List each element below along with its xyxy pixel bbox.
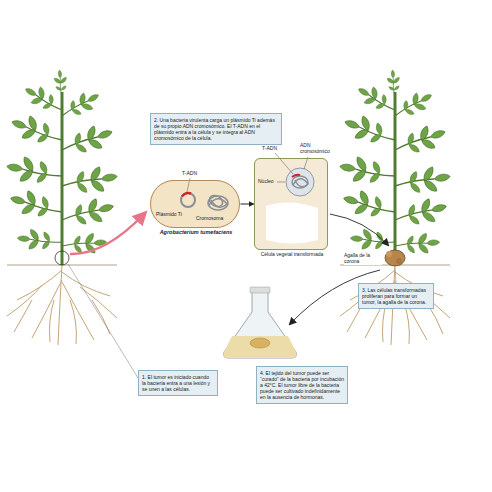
- bacterial-chromosome: [207, 193, 228, 210]
- wound-circle: [55, 251, 69, 265]
- caption-text: Célula vegetal transformada: [251, 251, 333, 257]
- leader-line: [395, 268, 396, 283]
- transfer-arrow: [241, 204, 254, 205]
- leader-line: [277, 182, 285, 183]
- dna-loop: [209, 199, 227, 207]
- step-box: 3. Las células transformadas proliferan …: [358, 283, 434, 309]
- step-text: 2. Una bacteria virulenta carga un plásm…: [154, 117, 278, 141]
- part-label: Núcleo: [258, 179, 278, 185]
- infection-arrow: [70, 214, 144, 254]
- part-label: ADN cromosómico: [300, 143, 332, 155]
- ti-plasmid: [181, 193, 195, 207]
- arrow-to-plant: [330, 214, 388, 245]
- part-label: Plásmido Ti: [156, 212, 188, 218]
- bacterium-fill: [150, 180, 240, 228]
- leader-line: [68, 264, 138, 378]
- dna-loop: [293, 179, 308, 187]
- plant-cell: Célula vegetal transformada: [254, 158, 328, 250]
- gall-bump: [386, 251, 392, 257]
- leader-line: [275, 153, 293, 174]
- integrated-t-dna: [292, 175, 300, 177]
- flask-stopper: [250, 287, 270, 293]
- part-label: Agalla de la corona: [344, 253, 382, 265]
- infected-plant: [337, 69, 452, 345]
- step-text: 1. El tumor es iniciado cuando la bacter…: [142, 374, 214, 392]
- healthy-plant: [4, 69, 119, 345]
- dna-loop: [292, 176, 308, 188]
- part-label: T-ADN: [182, 171, 204, 177]
- step-box: 1. El tumor es iniciado cuando la bacter…: [138, 370, 218, 396]
- plant-chromosome: [292, 176, 308, 188]
- flask-glass: [224, 292, 297, 358]
- bacterium: Agrobacterium tumefaciens: [150, 180, 240, 228]
- dna-loop: [208, 196, 228, 210]
- gall: [385, 250, 405, 266]
- nucleus: [286, 168, 314, 196]
- caption-text: Agrobacterium tumefaciens: [147, 229, 245, 236]
- step-text: 4. El tejido del tumor puede ser “curado…: [260, 370, 344, 400]
- step-box: 4. El tejido del tumor puede ser “curado…: [256, 366, 348, 404]
- gall-bump: [396, 258, 402, 264]
- tumor-tissue: [250, 338, 270, 348]
- crown-gall: [385, 250, 405, 266]
- culture-medium: [224, 336, 297, 358]
- part-label: Cromosoma: [196, 216, 226, 222]
- culture-flask: [224, 287, 297, 358]
- step-box: 2. Una bacteria virulenta carga un plásm…: [150, 113, 282, 145]
- t-dna-segment: [182, 193, 191, 196]
- part-label: T-ADN: [262, 146, 282, 152]
- step-text: 3. Las células transformadas proliferan …: [362, 287, 430, 305]
- vacuole: [266, 202, 318, 243]
